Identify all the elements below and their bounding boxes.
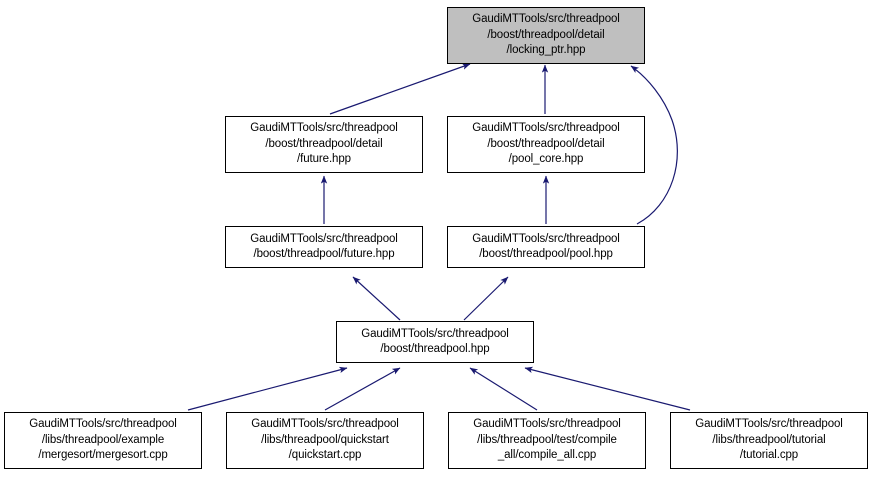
node-line: /quickstart.cpp [288,449,362,462]
node-future-hpp[interactable]: GaudiMTTools/src/threadpool /boost/threa… [225,226,423,268]
node-line: /libs/threadpool/test/compile [477,433,617,446]
edge-quickstart-to-threadpool [324,367,401,411]
edge-mergesort-to-threadpool [187,366,348,411]
node-line: GaudiMTTools/src/threadpool [251,418,399,431]
node-line: /boost/threadpool/detail [265,137,383,150]
node-line: /boost/threadpool/pool.hpp [479,248,613,260]
node-tutorial-cpp[interactable]: GaudiMTTools/src/threadpool /libs/thread… [670,412,868,469]
node-line: /boost/threadpool/future.hpp [253,248,395,260]
node-threadpool-hpp[interactable]: GaudiMTTools/src/threadpool /boost/threa… [336,321,534,363]
node-line: GaudiMTTools/src/threadpool [473,418,621,431]
node-line: /libs/threadpool/quickstart [261,433,389,446]
node-line: /pool_core.hpp [508,153,584,166]
node-line: GaudiMTTools/src/threadpool [250,122,398,135]
node-quickstart-cpp[interactable]: GaudiMTTools/src/threadpool /libs/thread… [226,412,424,469]
node-line: /locking_ptr.hpp [506,44,586,57]
node-line: GaudiMTTools/src/threadpool [695,418,843,431]
node-line: /boost/threadpool/detail [487,28,605,41]
node-line: /boost/threadpool/detail [487,137,605,150]
node-line: GaudiMTTools/src/threadpool [250,232,398,245]
edge-compile-all-to-threadpool [469,367,538,411]
edge-tutorial-to-threadpool [524,366,691,411]
node-line: /libs/threadpool/example [41,433,165,446]
node-line: _all/compile_all.cpp [497,449,597,462]
node-line: GaudiMTTools/src/threadpool [472,122,620,135]
edge-threadpool-to-future [352,276,401,321]
node-line: /boost/threadpool.hpp [380,343,490,355]
node-line: GaudiMTTools/src/threadpool [361,327,509,340]
node-line: /libs/threadpool/tutorial [712,433,826,446]
node-line: GaudiMTTools/src/threadpool [472,13,620,26]
node-compile-all-cpp[interactable]: GaudiMTTools/src/threadpool /libs/thread… [448,412,646,469]
node-line: /future.hpp [297,153,351,166]
node-line: /mergesort/mergesort.cpp [38,449,168,462]
node-line: /tutorial.cpp [739,449,799,462]
node-line: GaudiMTTools/src/threadpool [472,232,620,245]
edge-detail-future-to-locking-ptr [329,63,471,115]
edge-threadpool-to-pool [463,276,509,321]
node-pool-hpp[interactable]: GaudiMTTools/src/threadpool /boost/threa… [447,226,645,268]
node-line: GaudiMTTools/src/threadpool [29,418,177,431]
node-detail-future-hpp[interactable]: GaudiMTTools/src/threadpool /boost/threa… [225,116,423,173]
node-locking-ptr-hpp[interactable]: GaudiMTTools/src/threadpool /boost/threa… [447,7,645,64]
node-mergesort-cpp[interactable]: GaudiMTTools/src/threadpool /libs/thread… [4,412,202,469]
node-pool-core-hpp[interactable]: GaudiMTTools/src/threadpool /boost/threa… [447,116,645,173]
